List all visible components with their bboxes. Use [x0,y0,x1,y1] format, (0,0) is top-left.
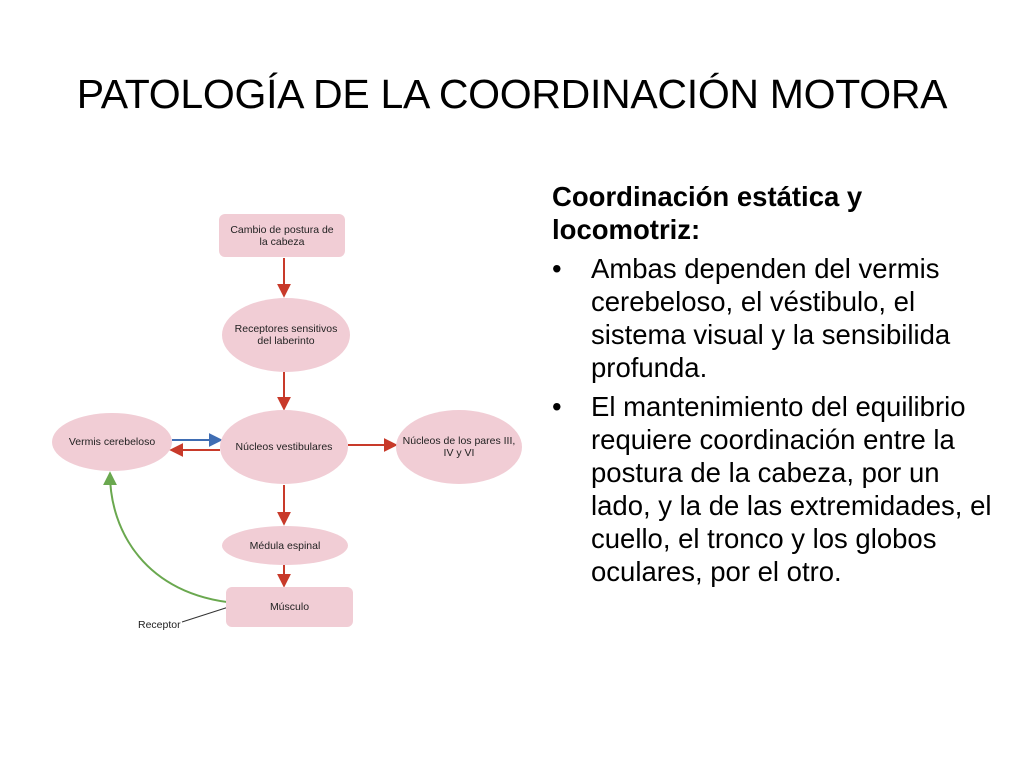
diagram-connectors [103,258,398,623]
bullet-list: • Ambas dependen del vermis cerebeloso, … [552,252,992,588]
node-vermis-cerebeloso: Vermis cerebeloso [52,413,172,471]
node-nucleos-pares: Núcleos de los pares III, IV y VI [396,410,522,484]
text-panel: Coordinación estática y locomotriz: • Am… [552,180,992,594]
slide-title: PATOLOGÍA DE LA COORDINACIÓN MOTORA [76,71,948,117]
arrow-receptor-to-vermis [103,471,237,604]
node-nucleos-vestibulares: Núcleos vestibulares [220,410,348,484]
node-receptores-laberinto: Receptores sensitivos del laberinto [222,298,350,372]
bullet-dot-icon: • [552,253,562,284]
receptor-label: Receptor [138,619,181,631]
bullet-dot-icon: • [552,391,562,422]
node-musculo: Músculo [226,587,353,627]
coordination-diagram: Cambio de postura de la cabeza Receptore… [40,200,540,650]
bullet-text: El mantenimiento del equilibrio requiere… [591,391,992,587]
list-item: • Ambas dependen del vermis cerebeloso, … [552,252,992,384]
node-cambio-postura: Cambio de postura de la cabeza [219,214,345,257]
node-medula-espinal: Médula espinal [222,526,348,565]
list-item: • El mantenimiento del equilibrio requie… [552,390,992,588]
bullet-text: Ambas dependen del vermis cerebeloso, el… [591,253,951,383]
panel-heading: Coordinación estática y locomotriz: [552,181,863,245]
